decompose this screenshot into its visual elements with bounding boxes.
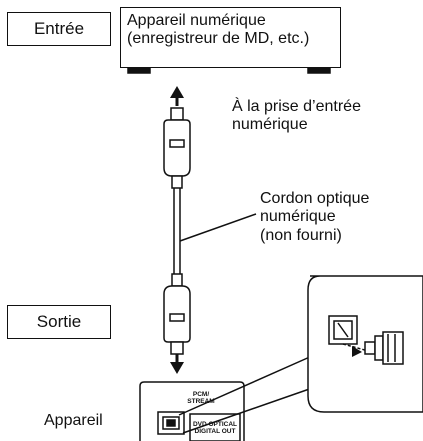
input-jack-line2: numérique — [232, 116, 308, 134]
cable-pointer-line — [179, 213, 257, 242]
optical-plug-top — [163, 107, 191, 189]
cable-label: Cordon optique numérique (non fourni) — [260, 190, 369, 245]
panel-pcm-label: PCM/ STREAM — [186, 391, 216, 406]
output-label-box: Sortie — [7, 305, 111, 339]
digital-device-example: (enregistreur de MD, etc.) — [127, 30, 310, 48]
optical-plug-bottom — [163, 273, 191, 355]
digital-device-name: Appareil numérique — [127, 12, 266, 29]
cable-line1: Cordon optique — [260, 190, 370, 207]
panel-pcm-line1: PCM/ — [192, 391, 210, 398]
callout-line-2 — [182, 385, 319, 434]
arrow-up-icon — [170, 86, 184, 106]
input-label: Entrée — [33, 19, 85, 38]
optical-plug-icon — [364, 331, 404, 365]
appliance-label: Appareil — [44, 412, 103, 429]
arrow-down-icon — [170, 354, 184, 374]
cable-line2: numérique — [260, 208, 336, 226]
input-label-box: Entrée — [7, 12, 111, 46]
panel-dvd-line1: DVD OPTICAL — [192, 421, 238, 428]
callout-magnified — [307, 275, 423, 413]
callout-line-1 — [178, 355, 313, 416]
optical-cable — [173, 188, 181, 274]
input-jack-label: À la prise d’entrée numérique — [232, 98, 361, 135]
rear-panel — [139, 381, 245, 441]
cable-line3: (non fourni) — [260, 226, 342, 244]
output-label: Sortie — [36, 312, 82, 331]
panel-dvd-label: DVD OPTICAL DIGITAL OUT — [191, 421, 239, 436]
panel-pcm-line2: STREAM — [187, 397, 215, 405]
panel-dvd-line2: DIGITAL OUT — [194, 427, 236, 435]
digital-device: Appareil numérique (enregistreur de MD, … — [120, 7, 341, 68]
input-jack-line1: À la prise d’entrée — [232, 98, 361, 115]
